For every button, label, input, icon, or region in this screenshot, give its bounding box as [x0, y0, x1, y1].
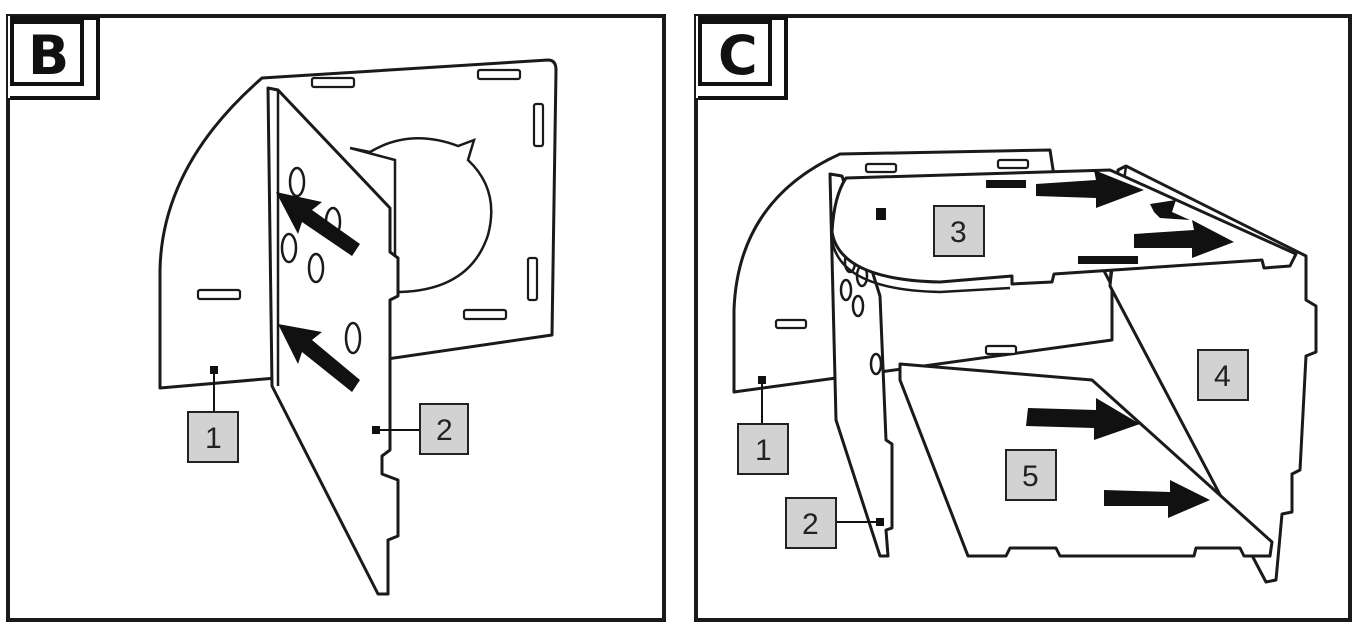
arrow-icon: [1104, 480, 1210, 518]
slot: [532, 102, 545, 148]
arrow-icon: [276, 192, 360, 256]
side-panel-2: [266, 86, 400, 596]
callout-4: 4: [1197, 349, 1249, 401]
callout-label: 3: [950, 216, 967, 249]
callout-label: 5: [1022, 460, 1039, 493]
callout-label: 1: [205, 422, 222, 455]
arrow-icon: [1150, 200, 1190, 220]
callout-label: 2: [802, 508, 819, 541]
step-b-letter: B: [28, 24, 69, 87]
slot: [196, 288, 242, 301]
callout-1: 1: [737, 376, 789, 475]
slot: [462, 308, 508, 321]
arrow-icon: [1026, 398, 1140, 440]
callout-label: 4: [1214, 360, 1231, 393]
callout-1: 1: [187, 366, 239, 463]
arrow-icon: [278, 324, 360, 392]
arrow-icon: [1036, 170, 1144, 208]
slot: [310, 76, 356, 89]
callout-label: 2: [436, 414, 453, 447]
step-c-letter: C: [718, 24, 758, 87]
callout-label: 1: [755, 434, 772, 467]
callout-2: 2: [372, 403, 469, 455]
arrow-icon: [1134, 220, 1234, 258]
callout-3: 3: [933, 205, 985, 257]
callout-5: 5: [1005, 449, 1057, 501]
panel-c: C: [694, 14, 1352, 622]
cat-head-opening: [349, 137, 493, 294]
slot: [476, 68, 522, 81]
callout-2: 2: [785, 497, 884, 549]
step-b-tab: [10, 20, 84, 86]
panel-b: B: [6, 14, 666, 622]
bottom-panel-5: [898, 362, 1274, 558]
step-c-tab: [698, 20, 772, 86]
slot: [526, 256, 539, 302]
